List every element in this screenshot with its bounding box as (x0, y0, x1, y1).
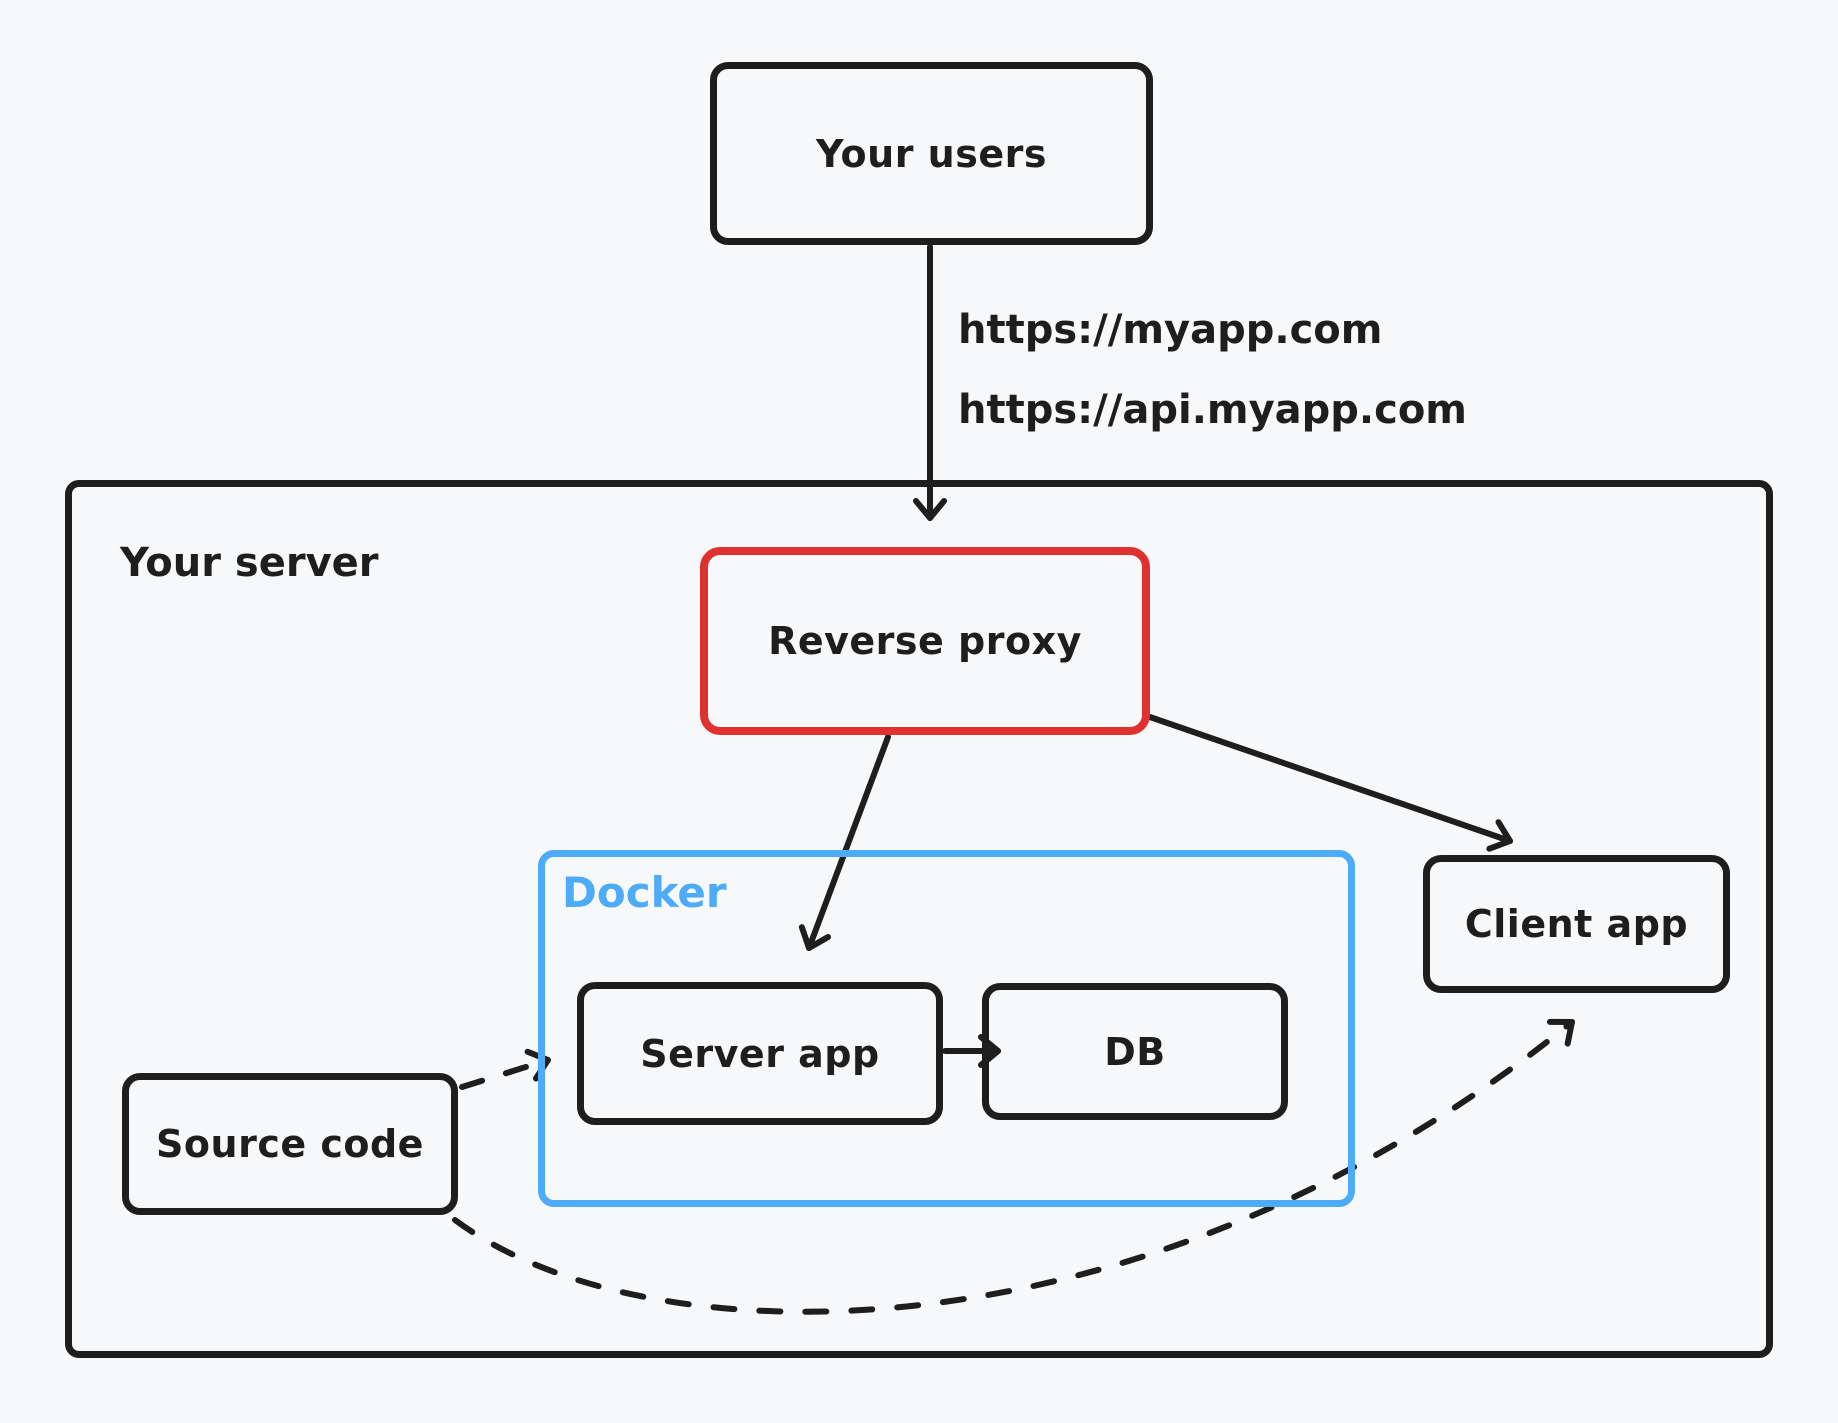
edge-reverse-proxy-to-client-app (1144, 713, 1513, 852)
node-source-code-label: Source code (156, 1122, 424, 1166)
node-client-app-label: Client app (1464, 902, 1689, 946)
url-primary-label: https://myapp.com (958, 307, 1383, 353)
node-db-label: DB (1104, 1029, 1166, 1074)
node-client-app: Client app (1423, 855, 1730, 993)
node-reverse-proxy: Reverse proxy (700, 547, 1150, 735)
node-reverse-proxy-label: Reverse proxy (768, 619, 1082, 663)
docker-group-box (538, 850, 1355, 1207)
url-api-label: https://api.myapp.com (958, 387, 1467, 433)
edge-source-code-to-server-app (459, 1048, 551, 1090)
node-your-users-label: Your users (816, 131, 1047, 176)
server-group-label: Your server (120, 540, 379, 586)
server-group-box (65, 480, 1773, 1358)
node-server-app: Server app (577, 982, 943, 1125)
node-server-app-label: Server app (640, 1031, 880, 1076)
edge-reverse-proxy-to-server-app (798, 734, 891, 951)
edge-url-annotation: https://myapp.com https://api.myapp.com (958, 290, 1467, 450)
edge-source-code-to-client-app (452, 1018, 1575, 1315)
docker-group-label: Docker (562, 868, 727, 917)
node-source-code: Source code (122, 1073, 458, 1215)
node-db: DB (982, 983, 1288, 1120)
node-your-users: Your users (710, 62, 1153, 245)
